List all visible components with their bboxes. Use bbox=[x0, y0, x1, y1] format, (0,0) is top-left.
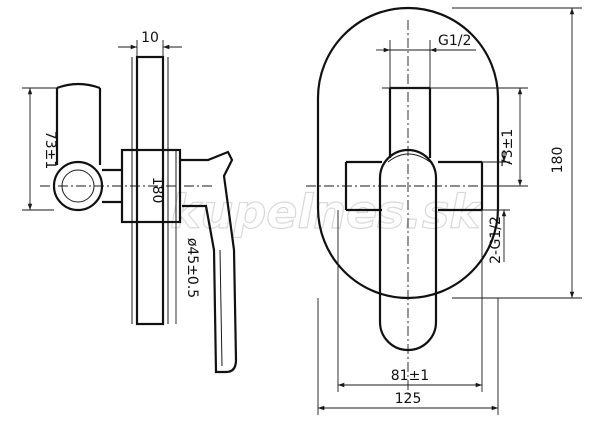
side-lever-handle bbox=[180, 150, 238, 374]
front-side-pipes bbox=[344, 160, 484, 212]
dim-front-handle-width: 81±1 bbox=[391, 368, 429, 384]
dim-side-width-10: 10 bbox=[141, 30, 159, 46]
front-handle bbox=[378, 148, 438, 352]
dim-front-side-threads: 2-G1/2 bbox=[488, 216, 504, 264]
side-pipe bbox=[55, 82, 102, 165]
dim-side-plate-height: 180 bbox=[149, 177, 165, 204]
side-wall-plate bbox=[135, 55, 165, 326]
front-view: G1/2 180 73±1 2-G1/2 81±1 125 bbox=[306, 6, 582, 415]
dim-side-diameter: ø45±0.5 bbox=[184, 238, 200, 298]
side-view: 10 73±1 180 ø45±0.5 bbox=[22, 30, 238, 374]
dim-front-thread-top: G1/2 bbox=[438, 33, 471, 49]
dim-side-handle-height: 73±1 bbox=[42, 131, 58, 169]
front-top-pipe bbox=[388, 86, 432, 158]
watermark-text: kupelnes.sk bbox=[170, 185, 482, 239]
dim-front-height: 180 bbox=[550, 147, 566, 174]
dim-front-plate-width: 125 bbox=[395, 391, 422, 407]
dim-front-handle-height: 73±1 bbox=[500, 129, 516, 167]
